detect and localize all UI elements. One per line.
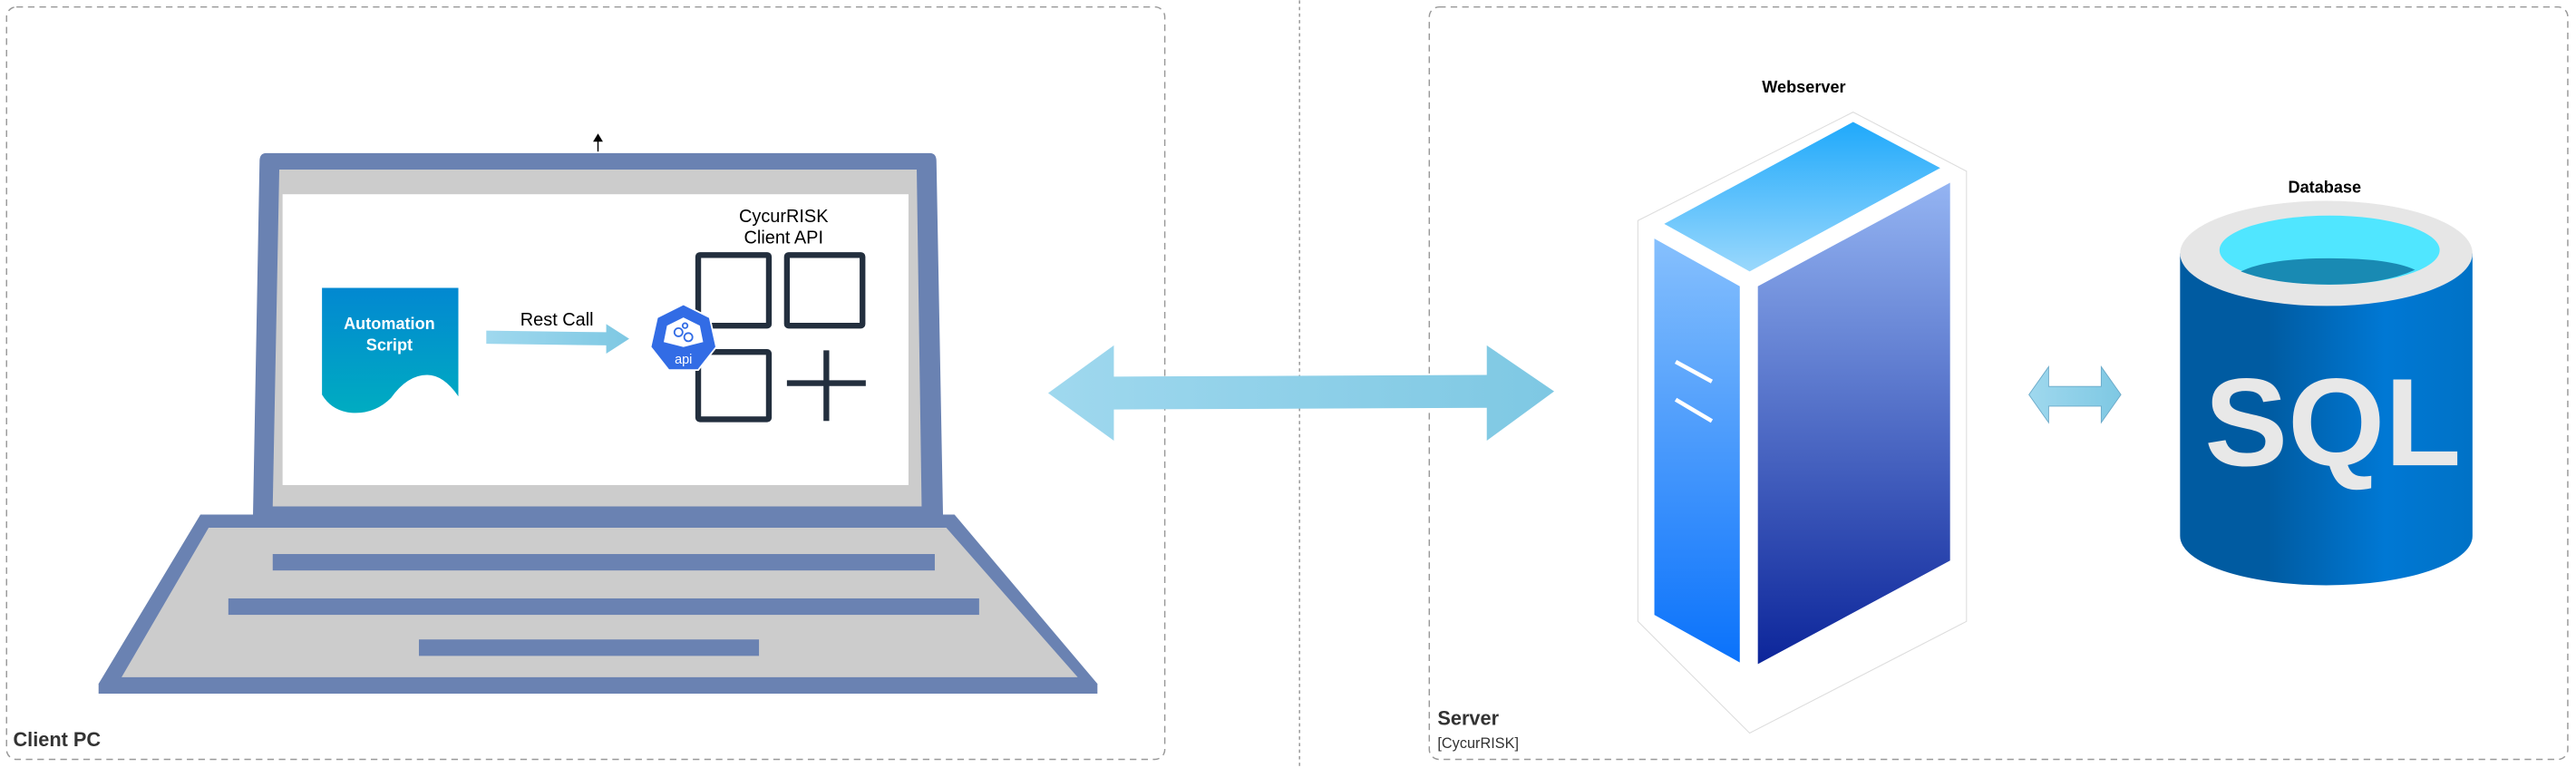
script-label: Automation (344, 315, 435, 333)
rest-call-label: Rest Call (520, 310, 594, 330)
keyboard-row (228, 598, 979, 616)
client-server-bidirectional-arrow (1047, 345, 1555, 442)
laptop-icon (98, 133, 1098, 695)
server-sublabel: [CycurRISK] (1437, 735, 1519, 752)
database-label: Database (2289, 178, 2362, 196)
sql-database-icon: Database SQL (2180, 178, 2473, 586)
api-badge-label: api (675, 353, 692, 367)
webserver-icon: Webserver (1637, 78, 1968, 734)
api-badge-icon: api (649, 303, 717, 372)
script-label: Script (366, 335, 413, 354)
api-title: CycurRISK (739, 207, 829, 227)
client-pc-label: Client PC (13, 728, 101, 751)
automation-script-document: Automation Script (322, 287, 459, 413)
rest-call-arrow: Rest Call (486, 310, 629, 354)
keyboard-row (272, 554, 935, 571)
webserver-database-arrow (2028, 365, 2122, 424)
trackpad (419, 639, 760, 656)
client-api-icon: CycurRISK Client API api (649, 207, 866, 423)
server-label: Server (1437, 706, 1499, 729)
sql-label: SQL (2204, 353, 2461, 492)
webserver-label: Webserver (1762, 78, 1845, 96)
api-title: Client API (744, 228, 823, 248)
